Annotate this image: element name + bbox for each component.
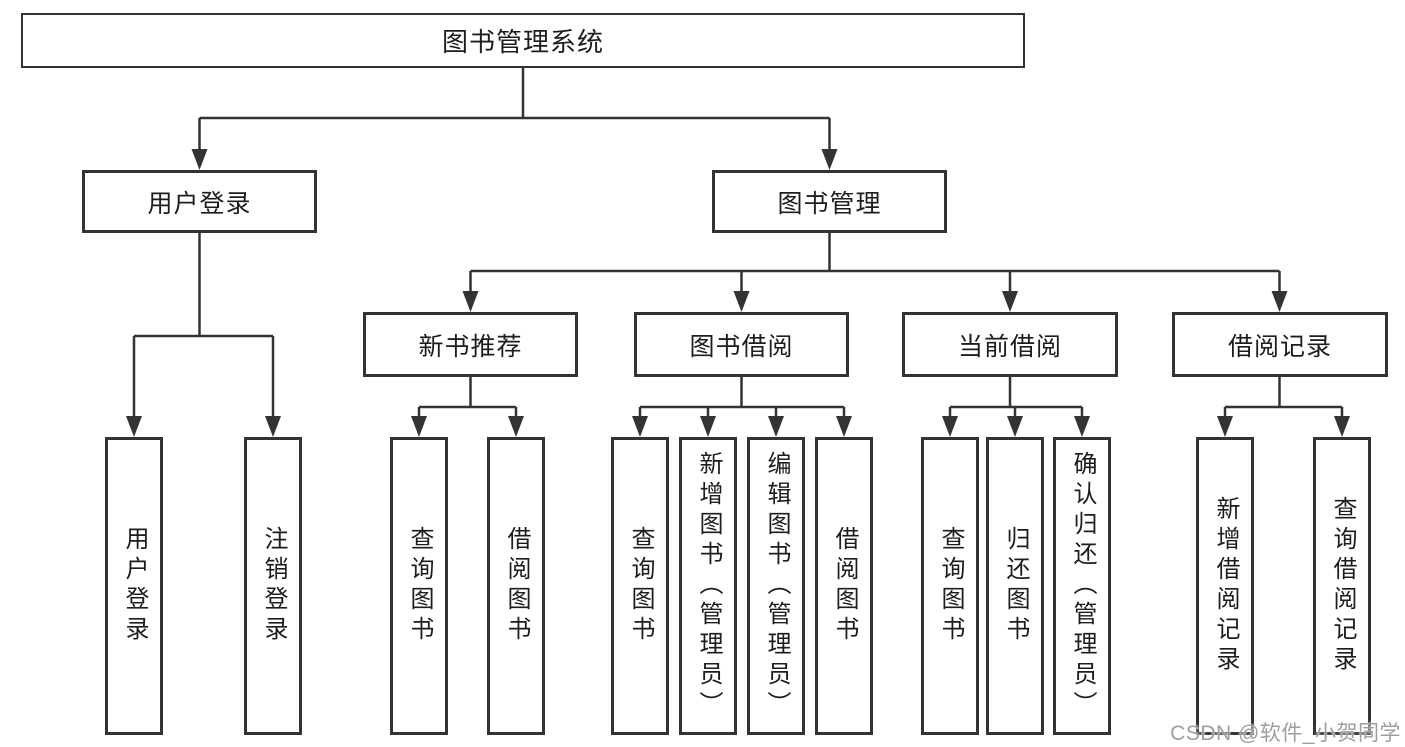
leaf-add-books-admin: 新增图书（管理员） <box>679 437 737 735</box>
node-library-management-system: 图书管理系统 <box>21 13 1025 68</box>
leaf-edit-books-admin: 编辑图书（管理员） <box>747 437 805 735</box>
leaf-query-books-borrowing: 查询图书 <box>611 437 669 735</box>
node-user-login: 用户登录 <box>82 170 317 233</box>
leaf-query-borrow-record: 查询借阅记录 <box>1313 437 1371 735</box>
csdn-watermark: CSDN @软件_小贺同学 <box>1170 722 1401 745</box>
leaf-borrow-books-recommend: 借阅图书 <box>487 437 545 735</box>
node-current-borrowing: 当前借阅 <box>902 312 1118 377</box>
node-new-book-recommend: 新书推荐 <box>363 312 578 377</box>
leaf-add-borrow-record: 新增借阅记录 <box>1196 437 1254 735</box>
leaf-user-login: 用户登录 <box>105 437 163 735</box>
leaf-query-books-recommend: 查询图书 <box>390 437 448 735</box>
node-borrowing-records: 借阅记录 <box>1172 312 1388 377</box>
node-book-management: 图书管理 <box>712 170 947 233</box>
leaf-logout: 注销登录 <box>244 437 302 735</box>
node-book-borrowing: 图书借阅 <box>634 312 849 377</box>
leaf-confirm-return-admin: 确认归还（管理员） <box>1053 437 1111 735</box>
leaf-return-books: 归还图书 <box>986 437 1044 735</box>
leaf-query-books-current: 查询图书 <box>921 437 979 735</box>
leaf-borrow-books: 借阅图书 <box>815 437 873 735</box>
